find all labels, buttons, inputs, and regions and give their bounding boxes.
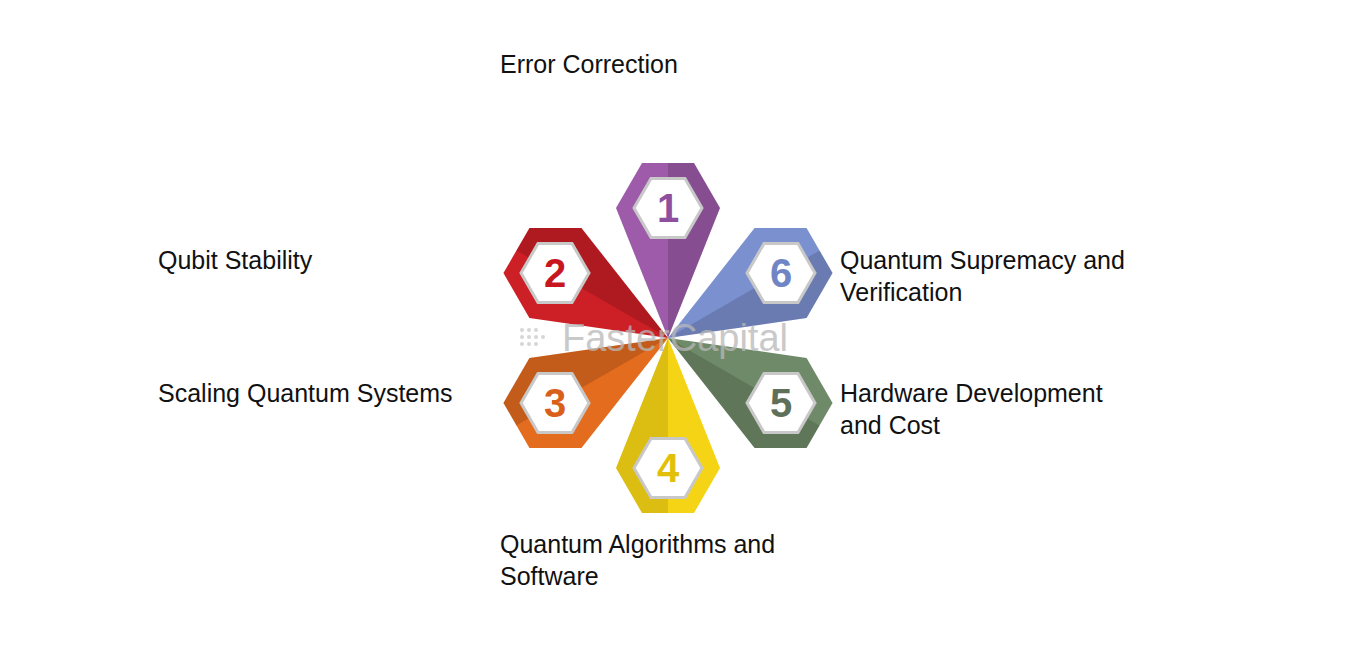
category-label: Error Correction <box>500 48 678 80</box>
step-number: 3 <box>517 370 593 436</box>
watermark-logo <box>520 328 545 346</box>
step-number: 6 <box>743 240 819 306</box>
category-label: Quantum Supremacy and Verification <box>840 244 1160 308</box>
petal-hexagon: 3Scaling Quantum Systems <box>517 370 593 436</box>
step-number: 1 <box>630 175 706 241</box>
petal-hexagon: 4Quantum Algorithms and Software <box>630 435 706 501</box>
petal-hexagon: 1Error Correction <box>630 175 706 241</box>
category-label: Scaling Quantum Systems <box>158 377 453 409</box>
step-number: 5 <box>743 370 819 436</box>
petal <box>616 163 720 338</box>
step-number: 2 <box>517 240 593 306</box>
petal-hexagon: 6Quantum Supremacy and Verification <box>743 240 819 306</box>
category-label: Quantum Algorithms and Software <box>500 528 840 592</box>
petal-hexagon: 2Qubit Stability <box>517 240 593 306</box>
step-number: 4 <box>630 435 706 501</box>
category-label: Hardware Development and Cost <box>840 377 1150 441</box>
watermark: FasterCapital <box>562 319 788 357</box>
petal-hexagon: 5Hardware Development and Cost <box>743 370 819 436</box>
category-label: Qubit Stability <box>158 244 312 276</box>
